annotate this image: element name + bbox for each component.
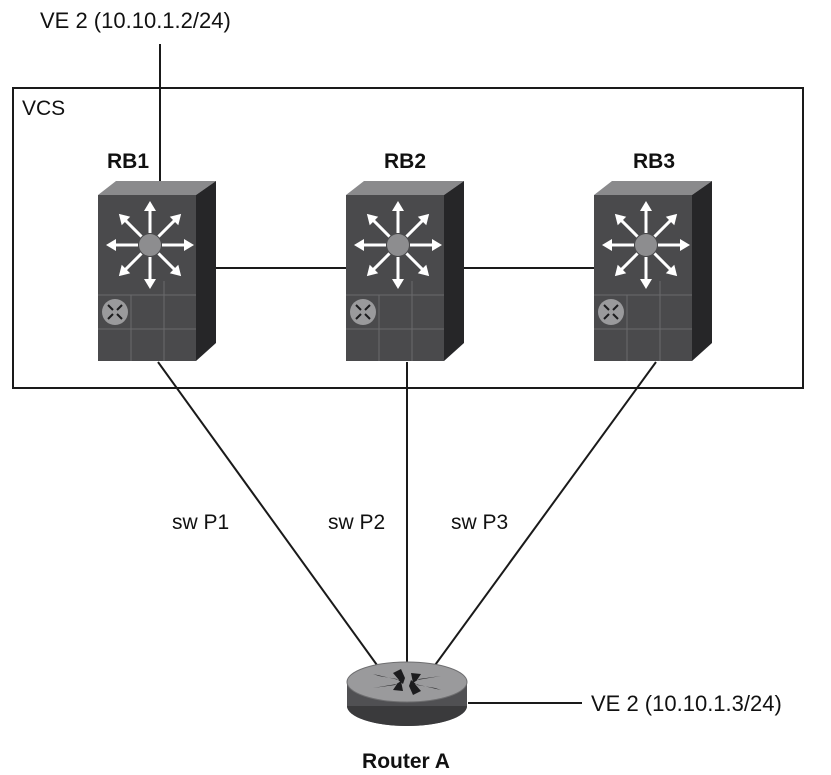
link-rb3-router — [429, 361, 657, 673]
link-rb1-router — [157, 361, 383, 673]
router-name: Router A — [362, 750, 450, 773]
router-interface-label: VE 2 (10.10.1.3/24) — [591, 691, 782, 716]
vcs-label: VCS — [22, 97, 65, 120]
switch-icon-rb2 — [346, 181, 464, 361]
switch-icon-rb3 — [594, 181, 712, 361]
switch-icon — [594, 181, 712, 361]
switch-icon-rb1 — [98, 181, 216, 361]
switch-label-rb1: RB1 — [107, 150, 149, 173]
link-label-p2: sw P2 — [328, 511, 385, 534]
router-icon — [598, 299, 624, 325]
router-icon — [350, 299, 376, 325]
switch-label-rb2: RB2 — [384, 150, 426, 173]
link-label-p1: sw P1 — [172, 511, 229, 534]
router-icon — [346, 661, 468, 726]
switch-icon — [98, 181, 216, 361]
link-label-p3: sw P3 — [451, 511, 508, 534]
switch-icon — [346, 181, 464, 361]
arrows-icon — [354, 201, 442, 289]
arrows-icon — [602, 201, 690, 289]
router-icon — [102, 299, 128, 325]
top-interface-label: VE 2 (10.10.1.2/24) — [40, 8, 231, 33]
arrows-icon — [106, 201, 194, 289]
switch-label-rb3: RB3 — [633, 150, 675, 173]
